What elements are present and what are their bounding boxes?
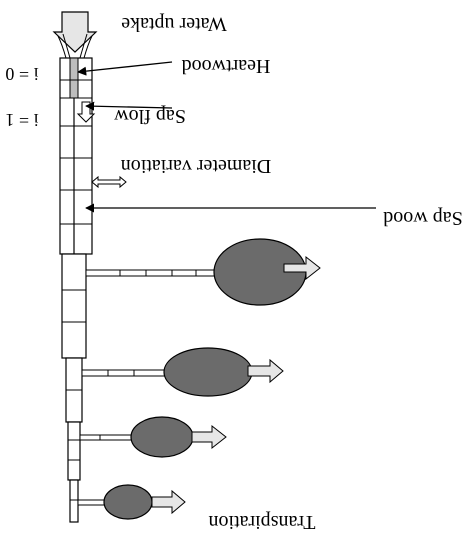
- heartwood-pointer: [77, 61, 173, 76]
- sap-flow-pointer: [85, 101, 173, 111]
- branch-2: [81, 347, 284, 397]
- diameter-variation-arrow: [91, 175, 127, 189]
- transpiration-arrow-1: [283, 255, 321, 281]
- water-uptake-label: Water uptake: [121, 13, 227, 35]
- heartwood-core: [69, 57, 79, 99]
- branch-1: [85, 238, 321, 306]
- leaf-4: [103, 484, 153, 520]
- i-one-label: i = 1: [5, 110, 38, 130]
- lower-trunk: [61, 253, 87, 523]
- transpiration-arrow-2: [247, 358, 284, 384]
- transpiration-arrow-4: [151, 489, 186, 515]
- transpiration-label: Transpiration: [208, 511, 315, 533]
- heartwood-label: Heartwood: [182, 55, 271, 77]
- transpiration-arrow-3: [191, 424, 227, 450]
- diameter-variation-label: Diameter variation: [121, 155, 272, 177]
- branch-3: [79, 416, 227, 458]
- sap-wood-label: Sap wood: [383, 207, 462, 229]
- branch-4: [77, 484, 186, 520]
- leaf-2: [163, 347, 253, 397]
- sap-flow-label: Sap flow: [114, 105, 186, 127]
- leaf-3: [130, 416, 194, 458]
- upper-trunk: [59, 57, 93, 255]
- i-zero-label: i = 0: [5, 64, 38, 84]
- water-uptake-arrow: [52, 11, 98, 59]
